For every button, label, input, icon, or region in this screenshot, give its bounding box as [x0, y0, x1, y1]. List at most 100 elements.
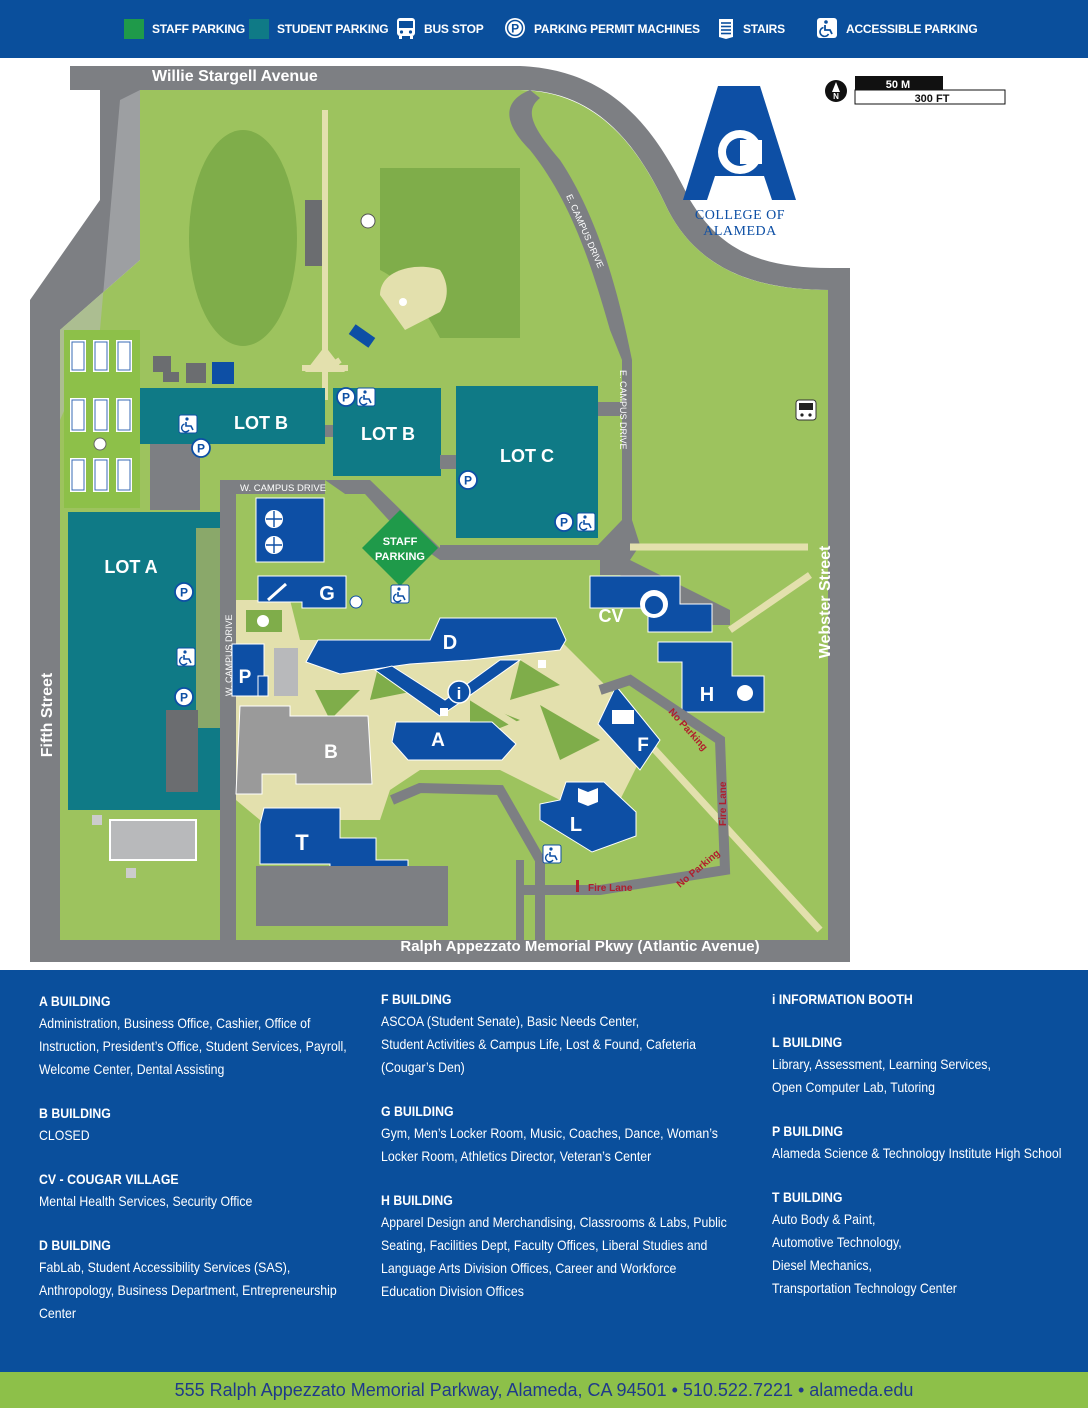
directory-entry: P BUILDING Alameda Science & Technology … — [772, 1120, 1088, 1165]
svg-text:P: P — [511, 21, 519, 35]
building-a — [391, 721, 517, 761]
entry-description: ASCOA (Student Senate), Basic Needs Cent… — [381, 1013, 697, 1075]
entry-description: Apparel Design and Merchandising, Classr… — [381, 1214, 727, 1299]
fire-lane-label-1: Fire Lane — [718, 781, 729, 826]
legend-label: PARKING PERMIT MACHINES — [534, 22, 700, 36]
perimeter-roads — [30, 66, 850, 962]
entry-description: Library, Assessment, Learning Services, … — [772, 1056, 991, 1095]
lot-b1-label: LOT B — [234, 413, 288, 433]
street-w-campus-top: W. CAMPUS DRIVE — [240, 483, 326, 494]
building-b — [235, 705, 373, 795]
legend-label: ACCESSIBLE PARKING — [846, 22, 978, 36]
directory-entry: D BUILDING FabLab, Student Accessibility… — [39, 1234, 399, 1325]
information-booth-label: i — [457, 684, 462, 703]
directory-column-2: F BUILDING ASCOA (Student Senate), Basic… — [381, 988, 741, 1324]
lot-b-west — [140, 388, 325, 510]
entry-title: A BUILDING — [39, 993, 111, 1009]
legend-staff-parking: STAFF PARKING — [124, 17, 245, 41]
entry-title: P BUILDING — [772, 1123, 843, 1139]
building-l — [539, 781, 637, 853]
entry-title: G BUILDING — [381, 1103, 454, 1119]
student-parking-swatch — [249, 19, 269, 39]
street-south: Ralph Appezzato Memorial Pkwy (Atlantic … — [400, 938, 759, 955]
legend-accessible-parking: ACCESSIBLE PARKING — [816, 17, 978, 41]
stairs-icon — [717, 17, 735, 42]
building-f-label: F — [637, 735, 649, 756]
staff-parking-label-1: STAFF — [383, 536, 418, 548]
directory-entry: i INFORMATION BOOTH — [772, 988, 1088, 1010]
entry-title: H BUILDING — [381, 1192, 453, 1208]
directory-column-1: A BUILDING Administration, Business Offi… — [39, 990, 399, 1346]
staff-parking-label-2: PARKING — [375, 551, 425, 563]
directory-column-3: i INFORMATION BOOTH L BUILDING Library, … — [772, 988, 1088, 1321]
scale-metric: 50 M — [886, 79, 910, 91]
entry-title: CV - COUGAR VILLAGE — [39, 1171, 179, 1187]
directory-entry: L BUILDING Library, Assessment, Learning… — [772, 1031, 1088, 1099]
building-gym-upper — [255, 497, 325, 563]
north-arrow: N — [833, 92, 839, 101]
entry-description: CLOSED — [39, 1127, 90, 1143]
map-legend: STAFF PARKING STUDENT PARKING BUS STOP P… — [0, 0, 1088, 58]
directory-entry: T BUILDING Auto Body & Paint, Automotive… — [772, 1186, 1088, 1300]
college-logo: COLLEGE OF ALAMEDA — [683, 86, 796, 239]
building-directory: A BUILDING Administration, Business Offi… — [0, 970, 1088, 1372]
legend-student-parking: STUDENT PARKING — [249, 17, 389, 41]
legend-label: STAIRS — [743, 22, 785, 36]
information-booth — [447, 680, 471, 704]
footer-contact-text: 555 Ralph Appezzato Memorial Parkway, Al… — [174, 1379, 914, 1400]
directory-entry: CV - COUGAR VILLAGE Mental Health Servic… — [39, 1168, 399, 1213]
campus-map: P — [0, 58, 1088, 970]
entry-title: T BUILDING — [772, 1189, 843, 1205]
street-west: Fifth Street — [39, 672, 56, 757]
directory-entry: F BUILDING ASCOA (Student Senate), Basic… — [381, 988, 741, 1079]
building-d — [305, 617, 567, 717]
street-north: Willie Stargell Avenue — [152, 68, 318, 85]
building-d-label: D — [443, 632, 457, 654]
lot-a — [68, 512, 220, 810]
bus-stop-icon — [795, 399, 817, 421]
parking-permit-icon: P — [504, 17, 526, 42]
entry-description: Administration, Business Office, Cashier… — [39, 1015, 347, 1077]
fire-lane-label-2: Fire Lane — [588, 883, 633, 894]
building-h — [657, 641, 765, 713]
building-p-label: P — [239, 667, 252, 688]
building-cv — [589, 575, 713, 633]
logo-line2: ALAMEDA — [703, 224, 777, 239]
lot-b2-label: LOT B — [361, 424, 415, 444]
scale-imperial: 300 FT — [915, 93, 950, 105]
building-f — [597, 685, 661, 771]
building-g — [257, 575, 363, 609]
legend-bus-stop: BUS STOP — [396, 17, 484, 41]
legend-permit-machines: P PARKING PERMIT MACHINES — [504, 17, 700, 41]
directory-entry: H BUILDING Apparel Design and Merchandis… — [381, 1189, 741, 1303]
entry-description: Mental Health Services, Security Office — [39, 1193, 253, 1209]
lot-c — [456, 386, 598, 538]
logo-line1: COLLEGE OF — [695, 208, 785, 223]
entry-description: Alameda Science & Technology Institute H… — [772, 1145, 1062, 1161]
building-cv-label: CV — [598, 606, 623, 626]
street-e-campus-2: E. CAMPUS DRIVE — [618, 370, 628, 450]
building-p — [231, 643, 298, 697]
staff-parking-lot — [362, 510, 438, 586]
scale-bar: N 50 M 300 FT — [825, 76, 1006, 105]
tennis-courts — [64, 330, 140, 508]
lot-a-label: LOT A — [104, 557, 157, 577]
entry-title: B BUILDING — [39, 1105, 111, 1121]
street-w-campus-side: W. CAMPUS DRIVE — [224, 614, 234, 696]
contact-footer: 555 Ralph Appezzato Memorial Parkway, Al… — [0, 1372, 1088, 1408]
directory-entry: A BUILDING Administration, Business Offi… — [39, 990, 399, 1081]
entry-title: L BUILDING — [772, 1034, 843, 1050]
street-east: Webster Street — [817, 545, 834, 658]
building-a-label: A — [431, 730, 445, 751]
bus-icon — [396, 17, 416, 42]
building-h-label: H — [700, 684, 714, 706]
directory-entry: G BUILDING Gym, Men’s Locker Room, Music… — [381, 1100, 741, 1168]
legend-stairs: STAIRS — [717, 17, 785, 41]
directory-entry: B BUILDING CLOSED — [39, 1102, 399, 1147]
accessible-icon — [816, 17, 838, 42]
entry-description: FabLab, Student Accessibility Services (… — [39, 1259, 337, 1321]
legend-label: STAFF PARKING — [152, 22, 245, 36]
building-t-label: T — [295, 830, 309, 855]
entry-title: i INFORMATION BOOTH — [772, 991, 913, 1007]
building-g-label: G — [319, 583, 335, 605]
